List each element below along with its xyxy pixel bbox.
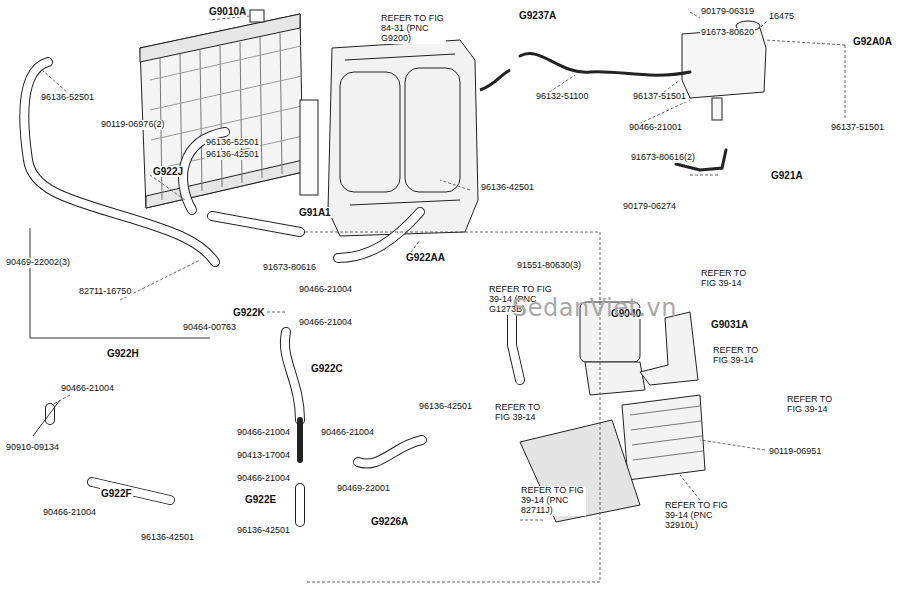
callout-number: 96136-42501 [480,183,535,193]
illustration-part [285,332,300,420]
callout-number: G92A0A [852,36,893,47]
reference-note: REFER TO FIG 39-14 [786,395,840,415]
illustration-part [405,68,460,192]
callout-number: G922C [310,363,344,374]
illustration-part [285,332,300,420]
illustration-part [520,420,640,522]
illustration-part [30,228,210,338]
callout-number: 90119-06976(2) [100,120,165,130]
reference-note: REFER TO FIG 39-14 [494,403,548,423]
callout-number: 90466-21004 [42,508,97,518]
callout-number: G922F [100,488,133,499]
illustration-part [630,406,703,460]
illustration-part [712,98,722,120]
illustration-part [682,28,766,98]
callout-number: 96136-42501 [236,526,291,536]
callout-number: 90179-06319 [700,7,755,17]
callout-number: 91673-80616(2) [630,153,696,163]
callout-number: G922J [152,166,184,177]
callout-number: 90466-21001 [628,123,683,133]
callout-number: 90119-06951 [768,447,822,457]
illustration-part [622,395,705,480]
callout-number: 90469-22001 [336,484,391,494]
callout-number: 90466-21004 [298,285,353,295]
illustration-part [212,216,300,232]
callout-number: G9031A [710,319,749,330]
illustration-part [150,46,303,170]
callout-number: 91673-80616 [262,263,317,273]
illustration-part [52,240,420,405]
illustration-part [24,62,520,522]
callout-number: 90466-21004 [236,428,291,438]
callout-number: G9010A [208,6,247,17]
callout-number: 96136-52501 [205,138,260,148]
reservoir [682,21,766,120]
illustration-part [140,14,303,208]
callout-number: 90179-06274 [622,202,677,212]
callout-number: 90469-22002(3) [5,258,71,268]
callout-number: G922E [244,494,277,505]
callout-number: G9226A [370,516,409,527]
illustration-part [212,216,300,232]
callout-number: 90464-00763 [182,323,237,333]
callout-number: 90466-21004 [236,474,291,484]
callout-number: 90413-17004 [236,451,291,461]
callout-number: 96136-52501 [40,93,95,103]
illustration-part [250,10,264,22]
engine [328,40,510,236]
callout-number: 91551-80630(3) [516,261,582,271]
illustration-part [24,62,520,522]
illustration-part [640,312,698,385]
illustration-part [146,160,303,208]
reference-note: REFER TO FIG 39-14 (PNC 32910L) [664,501,730,531]
reference-note: REFER TO FIG 84-31 (PNC G9200) [380,14,446,44]
illustration-part [92,482,170,500]
callout-number: 90466-21004 [320,428,375,438]
illustration-part [40,12,845,120]
illustration-part [150,75,720,200]
callout-number: 91673-80620 [700,28,755,38]
reference-note: REFER TO FIG 39-14 [712,346,766,366]
callout-number: G921A [770,170,804,181]
callout-number: 90466-21004 [298,318,353,328]
illustration-part [480,70,510,90]
callout-number: G91A1 [298,207,332,218]
illustration-part [358,440,422,464]
illustration-part [300,100,318,195]
callout-number: G922AA [405,252,446,263]
illustration-part [328,40,478,236]
callout-number: 16475 [768,12,795,22]
reference-note: REFER TO FIG 39-14 (PNC 82711J) [520,486,586,516]
illustration-part [340,72,400,192]
callout-number: 96136-42501 [418,402,473,412]
callout-number: 96136-42501 [205,150,260,160]
illustration-part [520,54,690,76]
callout-number: 96132-51100 [535,92,589,102]
callout-number: G9237A [518,10,557,21]
hoses [24,54,726,522]
callout-number: 96137-51501 [830,123,885,133]
radiator [140,10,318,208]
watermark: SedanViet.vn [512,294,677,322]
illustration-part [92,482,170,500]
callout-number: 90910-09134 [5,443,60,453]
leader-lines [40,12,845,582]
illustration-part [296,488,304,522]
illustration-part [345,54,460,205]
illustration-part [440,180,765,520]
callout-number: 96136-42501 [140,533,195,543]
illustration-part [297,420,303,460]
illustration-part [358,440,422,464]
reference-note: REFER TO FIG 39-14 [700,269,754,289]
callout-number: G922K [232,307,266,318]
callout-number: 96137-51501 [632,92,687,102]
illustration-part [33,400,60,436]
illustration-part [295,488,305,522]
callout-number: 82711-16750 [78,287,132,297]
callout-number: 90466-21004 [60,384,115,394]
illustration-part [585,362,645,395]
callout-number: G922H [106,348,140,359]
